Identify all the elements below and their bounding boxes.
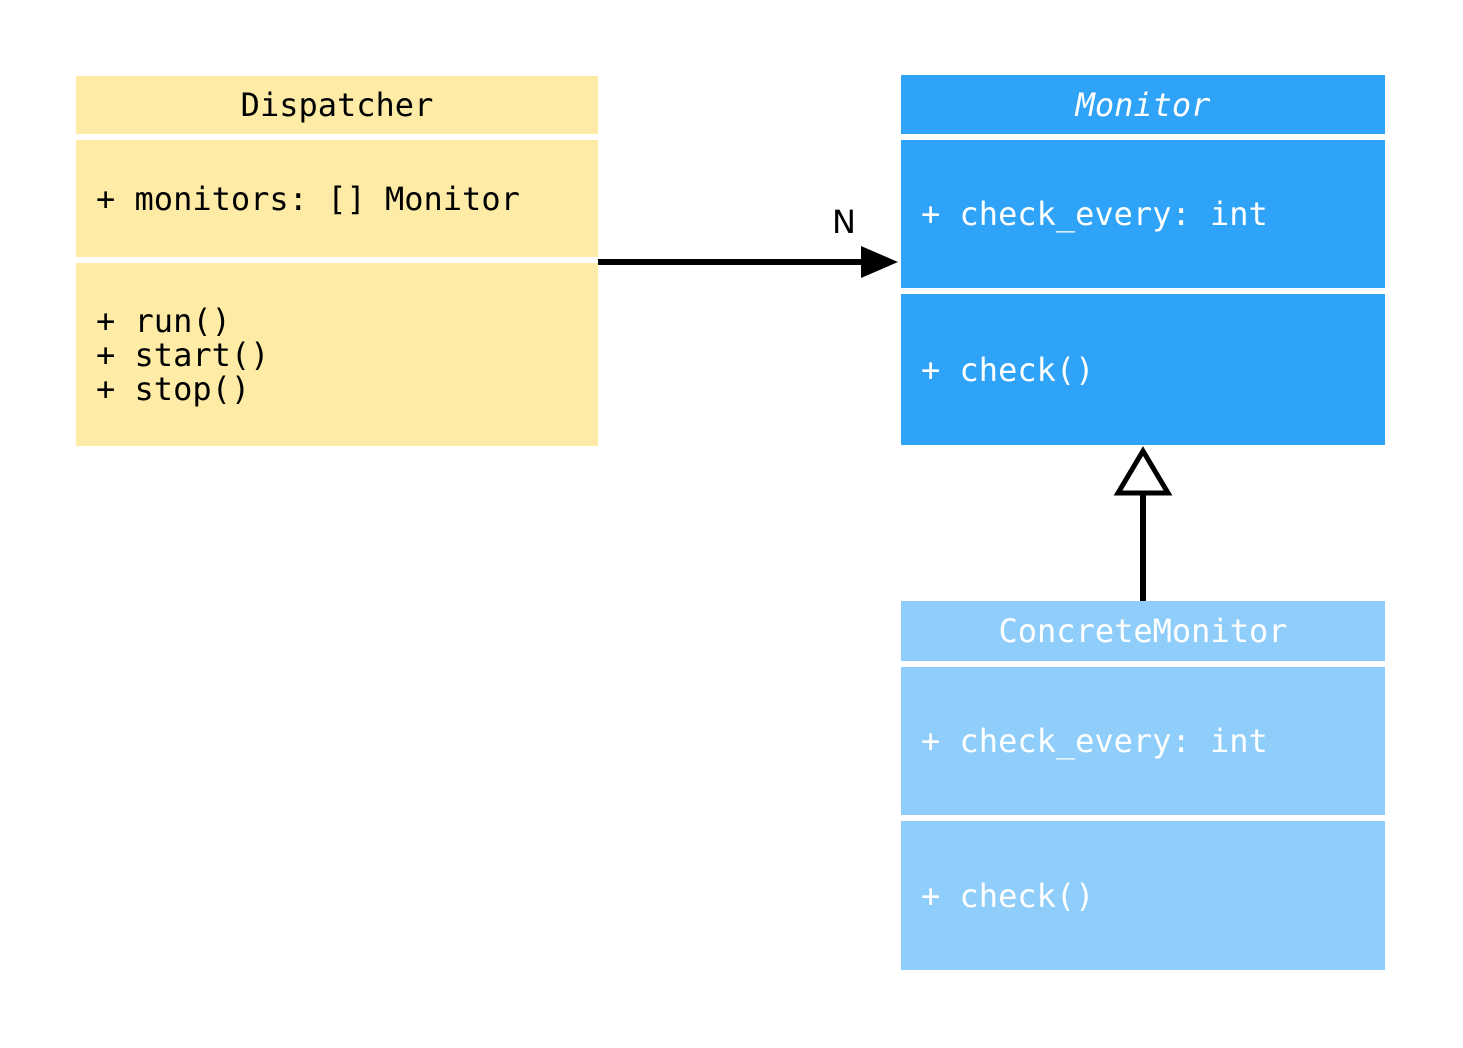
- class-title-monitor: Monitor: [901, 75, 1385, 134]
- method-item: + run(): [96, 301, 231, 340]
- class-box-dispatcher: Dispatcher + monitors: [] Monitor + run(…: [76, 76, 598, 446]
- class-methods-dispatcher: + run() + start() + stop(): [76, 263, 598, 446]
- class-methods-monitor: + check(): [901, 294, 1385, 445]
- association-arrowhead-icon: [861, 246, 898, 278]
- method-item: + check(): [921, 876, 1095, 915]
- attribute-item: + check_every: int: [921, 195, 1268, 233]
- attribute-item: + monitors: [] Monitor: [96, 179, 520, 218]
- class-box-concretemonitor: ConcreteMonitor + check_every: int + che…: [901, 601, 1385, 970]
- method-item: + start(): [96, 335, 270, 374]
- inheritance-arrow: [1113, 446, 1173, 601]
- class-title-dispatcher: Dispatcher: [76, 76, 598, 134]
- attribute-item: + check_every: int: [921, 722, 1268, 760]
- class-box-monitor: Monitor + check_every: int + check(): [901, 75, 1385, 445]
- class-methods-concretemonitor: + check(): [901, 821, 1385, 970]
- class-attributes-monitor: + check_every: int: [901, 140, 1385, 288]
- method-item: + check(): [921, 350, 1095, 389]
- association-multiplicity-label: N: [832, 203, 856, 241]
- class-title-concretemonitor: ConcreteMonitor: [901, 601, 1385, 661]
- association-arrow: [598, 246, 898, 278]
- inheritance-triangle-icon: [1113, 446, 1173, 496]
- class-attributes-dispatcher: + monitors: [] Monitor: [76, 140, 598, 257]
- class-attributes-concretemonitor: + check_every: int: [901, 667, 1385, 815]
- method-item: + stop(): [96, 369, 251, 408]
